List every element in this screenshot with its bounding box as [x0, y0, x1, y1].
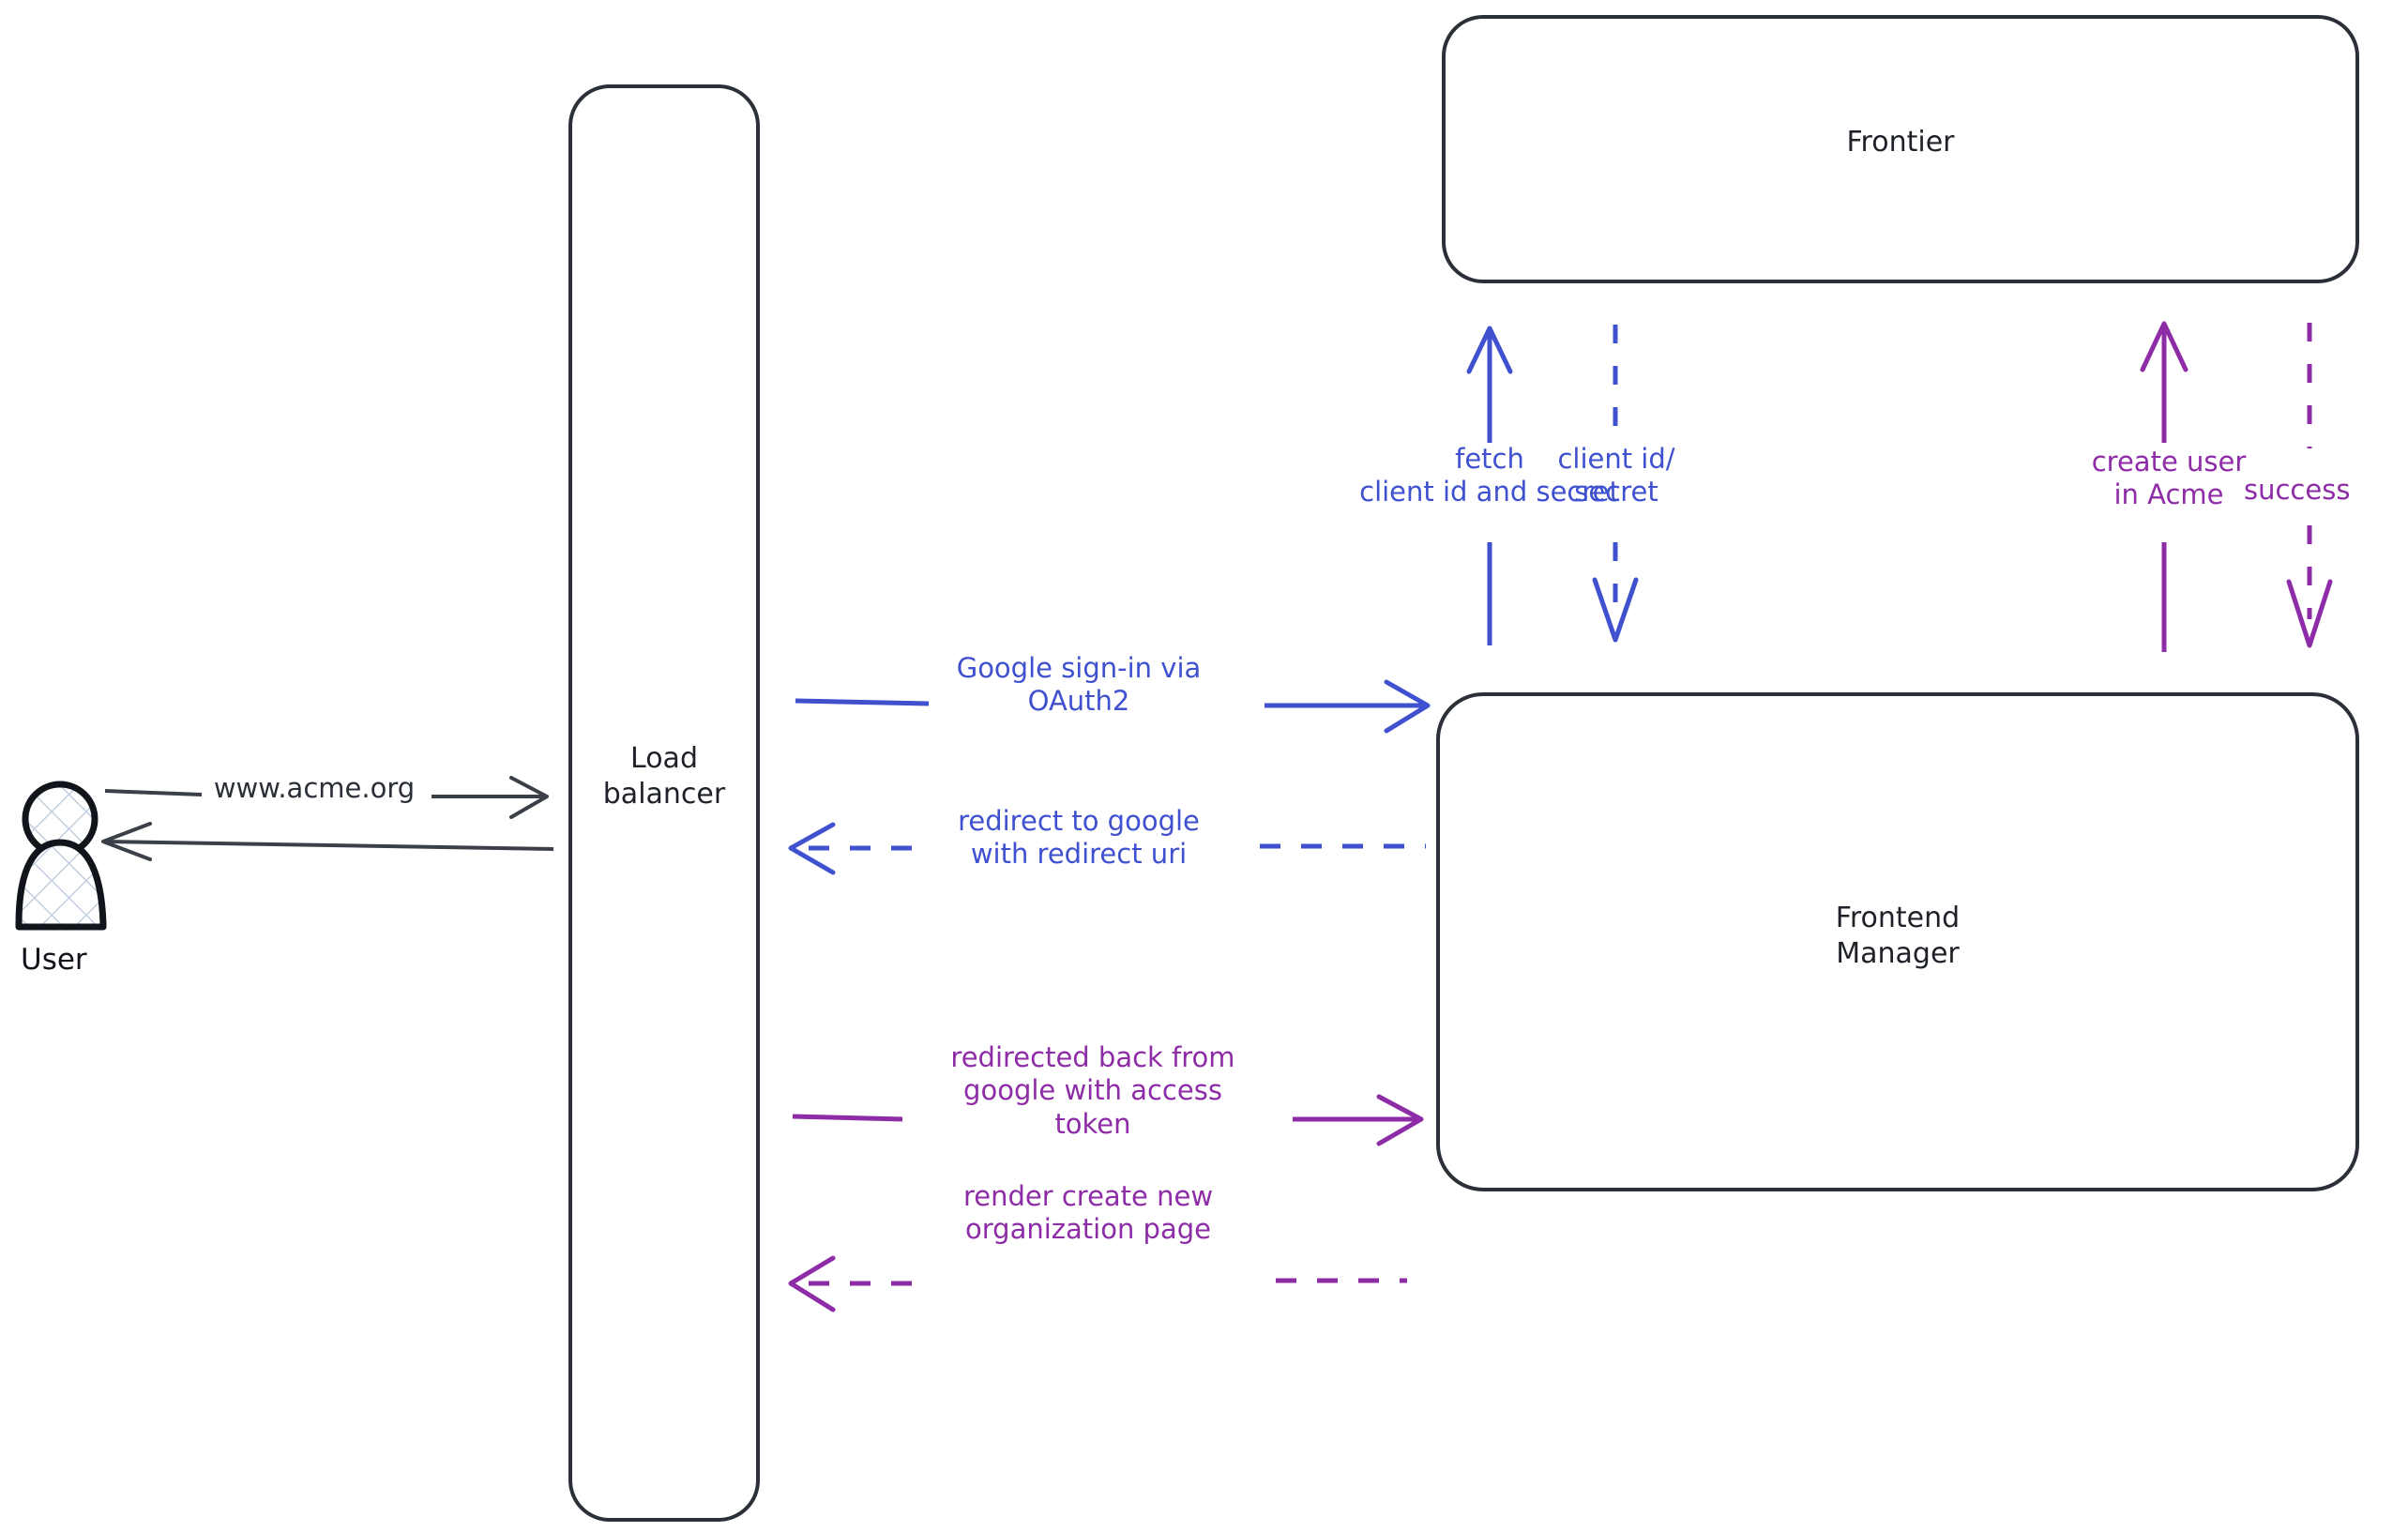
- edge-label-fm-to-lb-redirect: redirect to google with redirect uri: [958, 805, 1200, 871]
- edge-lb-to-fm-token-arrow: [792, 1094, 1424, 1146]
- node-frontend-manager-shape[interactable]: [1436, 692, 2359, 1191]
- user-label: User: [21, 943, 87, 977]
- edge-fm-to-lb-redirect-arrow: [788, 822, 1426, 875]
- edge-label-user-to-lb: www.acme.org: [213, 772, 416, 804]
- edge-frontier-to-fm-secret-arrow: [1592, 325, 1639, 643]
- edge-label-fm-to-frontier-create-user: create user in Acme: [2091, 446, 2247, 511]
- edge-label-fm-to-frontier-fetch: fetch client id and secret: [1359, 443, 1620, 508]
- edge-fm-to-frontier-fetch-arrow: [1466, 326, 1513, 645]
- edge-label-lb-to-fm-token: redirected back from google with access …: [950, 1041, 1235, 1140]
- edge-label-frontier-to-fm-secret: client id/ secret: [1557, 443, 1675, 508]
- edge-label-fm-to-lb-render: render create new organization page: [962, 1180, 1214, 1246]
- edge-fm-to-lb-render-arrow: [788, 1255, 1407, 1312]
- edge-lb-to-user-arrow: [101, 822, 554, 861]
- edge-label-frontier-to-fm-success: success: [2244, 474, 2351, 506]
- node-frontier-shape[interactable]: [1442, 15, 2359, 283]
- edge-fm-to-frontier-create-user-arrow: [2140, 321, 2188, 652]
- edge-label-lb-to-fm-signin: Google sign-in via OAuth2: [956, 652, 1202, 718]
- user-person-icon: [15, 781, 107, 931]
- node-load-balancer-shape[interactable]: [568, 84, 760, 1522]
- edge-frontier-to-fm-success-arrow: [2286, 323, 2333, 648]
- edge-user-to-lb-arrow: [104, 776, 549, 819]
- edge-lb-to-fm-signin-arrow: [795, 679, 1431, 734]
